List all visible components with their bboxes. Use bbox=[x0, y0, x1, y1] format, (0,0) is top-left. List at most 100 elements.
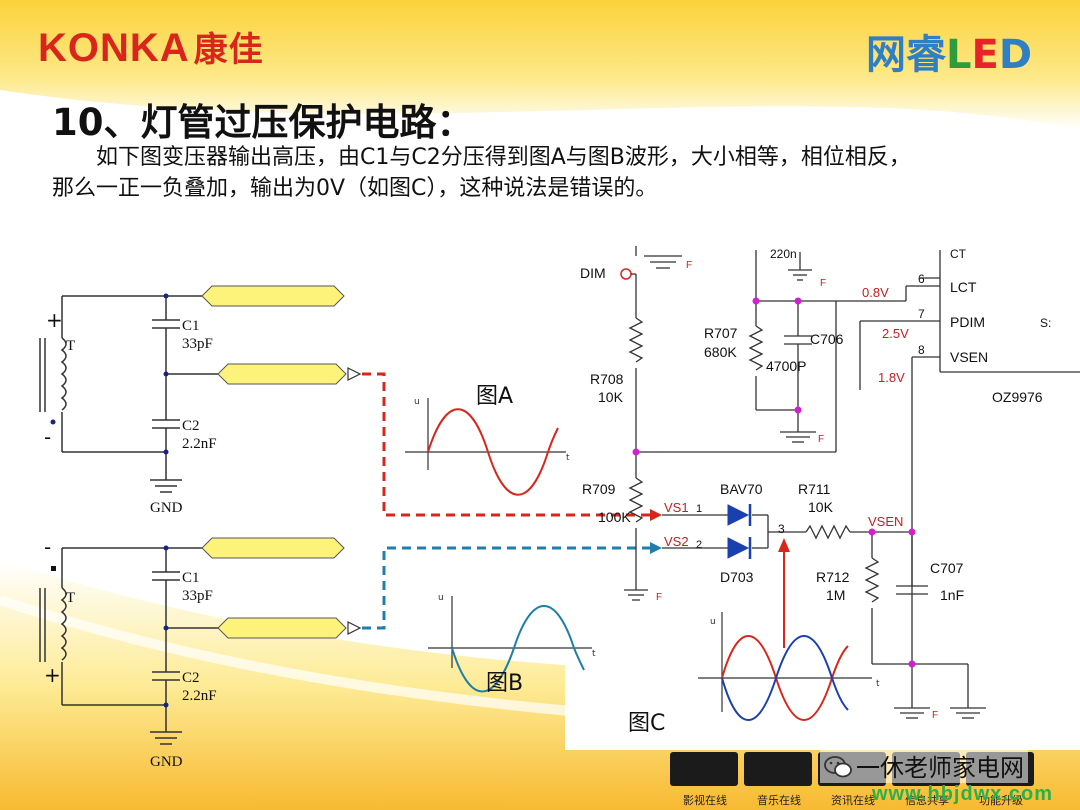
svg-text:t: t bbox=[566, 453, 570, 463]
ic-s-label: S: bbox=[1040, 316, 1051, 330]
c2-label: C2 bbox=[182, 418, 200, 434]
waveform-c: u t bbox=[698, 612, 880, 721]
svg-text:u: u bbox=[414, 397, 420, 407]
c707-value: 1nF bbox=[940, 587, 964, 603]
r711-label: R711 bbox=[798, 481, 831, 497]
schematic-wires bbox=[624, 246, 1080, 719]
arrow-head-icon bbox=[650, 542, 662, 554]
signal-path-b bbox=[362, 546, 650, 630]
ic-pin6: 6 bbox=[918, 272, 925, 286]
node-dot bbox=[163, 293, 169, 299]
diode-bav70-icon bbox=[727, 504, 750, 526]
slide-description: 如下图变压器输出高压，由C1与C2分压得到图A与图B波形，大小相等，相位相反，那… bbox=[52, 145, 911, 201]
gnd-label: GND bbox=[150, 500, 183, 516]
r709-value: 100K bbox=[598, 509, 631, 525]
r708-value: 10K bbox=[598, 389, 624, 405]
output-terminal bbox=[217, 617, 347, 639]
output-terminal bbox=[217, 363, 347, 385]
thumb-video[interactable] bbox=[670, 752, 738, 786]
node-dot bbox=[163, 702, 169, 708]
gnd-f-label: F bbox=[656, 592, 662, 603]
thumb-label: 资讯在线 bbox=[831, 794, 875, 807]
gnd-f-label: F bbox=[818, 434, 824, 445]
c2-value: 2.2nF bbox=[182, 436, 217, 452]
wangrui-led-logo: 网睿LED bbox=[866, 32, 1033, 78]
c1-label: C1 bbox=[182, 318, 200, 334]
thumb-music[interactable] bbox=[744, 752, 812, 786]
waveform-a: u t bbox=[405, 397, 570, 496]
vs1-label: VS1 bbox=[664, 500, 689, 515]
pin2-label: 2 bbox=[696, 539, 702, 551]
ic-vsen-label: VSEN bbox=[950, 349, 988, 365]
node-dot bbox=[163, 371, 169, 377]
svg-text:t: t bbox=[876, 679, 880, 689]
r712-value: 1M bbox=[826, 587, 845, 603]
pin1-label: 1 bbox=[696, 503, 702, 515]
ic-lct-label: LCT bbox=[950, 279, 977, 295]
output-terminal bbox=[201, 285, 345, 307]
minus-label: - bbox=[44, 425, 51, 449]
gnd-f-label: F bbox=[686, 260, 692, 271]
thumb-label: 音乐在线 bbox=[757, 794, 801, 807]
waveform-b: u t bbox=[428, 593, 596, 693]
voltage-18-label: 1.8V bbox=[878, 370, 905, 385]
signal-arrow-icon bbox=[347, 621, 362, 635]
dim-terminal bbox=[620, 268, 632, 280]
node-dot bbox=[163, 545, 169, 551]
ic-pin8: 8 bbox=[918, 343, 925, 357]
d703-label: D703 bbox=[720, 569, 754, 585]
c1-value: 33pF bbox=[182, 588, 213, 604]
site-url[interactable]: www.hbjdwx.com bbox=[872, 783, 1054, 805]
ic-name-label: OZ9976 bbox=[992, 389, 1043, 405]
transformer-top bbox=[39, 295, 220, 493]
c707-label: C707 bbox=[930, 560, 964, 576]
c706-label: C706 bbox=[810, 331, 844, 347]
cap-top-value: 220n bbox=[770, 247, 797, 261]
svg-text:u: u bbox=[438, 593, 444, 603]
fig-c-label: 图C bbox=[628, 711, 665, 736]
signal-path-a bbox=[362, 372, 650, 517]
signal-arrow-icon bbox=[347, 367, 362, 381]
r708-label: R708 bbox=[590, 371, 624, 387]
watermark: 一休老师家电网 bbox=[820, 748, 1028, 783]
r707-value: 680K bbox=[704, 344, 737, 360]
c706-value: 4700P bbox=[766, 358, 806, 374]
minus-label: - bbox=[44, 535, 51, 559]
dim-label: DIM bbox=[580, 265, 606, 281]
svg-text:u: u bbox=[710, 617, 716, 627]
thumb-label: 信息共享 bbox=[905, 794, 949, 807]
ic-pin7: 7 bbox=[918, 307, 925, 321]
c1-value: 33pF bbox=[182, 336, 213, 352]
r712-label: R712 bbox=[816, 569, 850, 585]
pin3-label: 3 bbox=[778, 522, 785, 536]
arrow-head-icon bbox=[650, 509, 662, 521]
bav70-label: BAV70 bbox=[720, 481, 763, 497]
c2-label: C2 bbox=[182, 670, 200, 686]
r711-value: 10K bbox=[808, 499, 834, 515]
slide-title: 10、灯管过压保护电路： bbox=[52, 101, 474, 144]
thumb-label: 功能升级 bbox=[979, 794, 1023, 807]
polarity-dot bbox=[50, 419, 56, 425]
wechat-icon bbox=[824, 756, 852, 778]
c1-label: C1 bbox=[182, 570, 200, 586]
node-dot bbox=[163, 449, 169, 455]
vsen-node-label: VSEN bbox=[868, 514, 903, 529]
arrow-head-icon bbox=[778, 538, 790, 552]
voltage-25-label: 2.5V bbox=[882, 326, 909, 341]
voltage-08-label: 0.8V bbox=[862, 285, 889, 300]
r709-label: R709 bbox=[582, 481, 616, 497]
fig-a-label: 图A bbox=[476, 384, 513, 409]
gnd-f-label: F bbox=[820, 278, 826, 289]
gnd-f-label: F bbox=[932, 710, 938, 721]
fig-b-label: 图B bbox=[486, 671, 523, 696]
c2-value: 2.2nF bbox=[182, 688, 217, 704]
node-dots bbox=[632, 297, 916, 668]
t-label: T bbox=[66, 338, 75, 354]
r707-label: R707 bbox=[704, 325, 738, 341]
diode-d703-icon bbox=[727, 537, 750, 559]
thumb-label: 影视在线 bbox=[683, 794, 727, 807]
plus-label: + bbox=[44, 663, 61, 687]
